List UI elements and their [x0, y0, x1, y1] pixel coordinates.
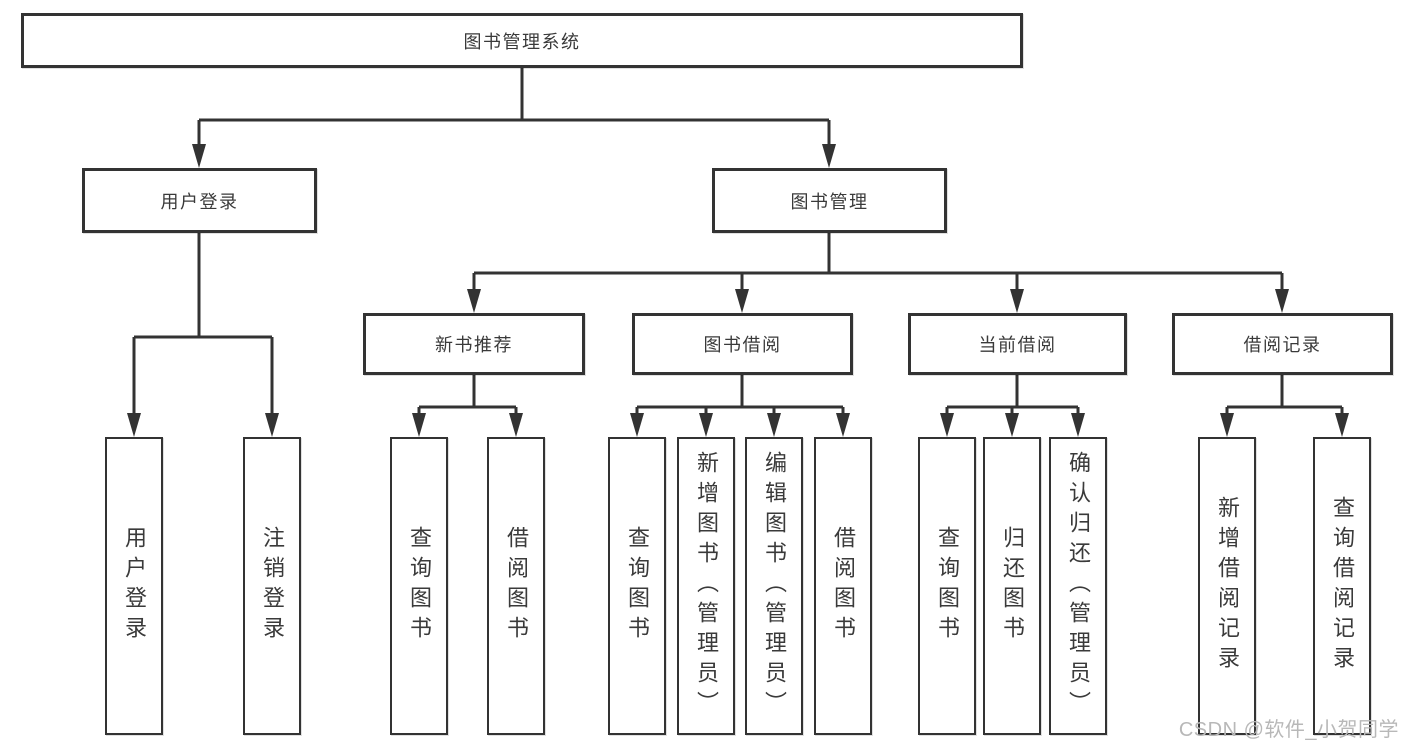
leaf-add-books-admin: 新增图书（管理员） — [677, 437, 735, 735]
leaf-borrow-books-recommend: 借阅图书 — [487, 437, 545, 735]
leaf-query-books-recommend: 查询图书 — [390, 437, 448, 735]
node-library-management-system: 图书管理系统 — [21, 13, 1023, 68]
arrowheads — [127, 144, 1349, 437]
node-user-login: 用户登录 — [82, 168, 317, 233]
node-borrow-records: 借阅记录 — [1172, 313, 1393, 375]
leaf-borrow-books: 借阅图书 — [814, 437, 872, 735]
leaf-query-books-current: 查询图书 — [918, 437, 976, 735]
node-current-borrow: 当前借阅 — [908, 313, 1127, 375]
leaf-user-login: 用户登录 — [105, 437, 163, 735]
csdn-watermark: CSDN @软件_小贺同学 — [1178, 719, 1399, 741]
node-book-borrow: 图书借阅 — [632, 313, 853, 375]
leaf-edit-books-admin: 编辑图书（管理员） — [745, 437, 803, 735]
leaf-logout-login: 注销登录 — [243, 437, 301, 735]
leaf-query-books-borrow: 查询图书 — [608, 437, 666, 735]
connector-shafts — [132, 68, 1344, 417]
leaf-query-borrow-record: 查询借阅记录 — [1313, 437, 1371, 735]
leaf-confirm-return-admin: 确认归还（管理员） — [1049, 437, 1107, 735]
node-book-management: 图书管理 — [712, 168, 947, 233]
node-new-book-recommend: 新书推荐 — [363, 313, 585, 375]
leaf-return-books: 归还图书 — [983, 437, 1041, 735]
leaf-add-borrow-record: 新增借阅记录 — [1198, 437, 1256, 735]
